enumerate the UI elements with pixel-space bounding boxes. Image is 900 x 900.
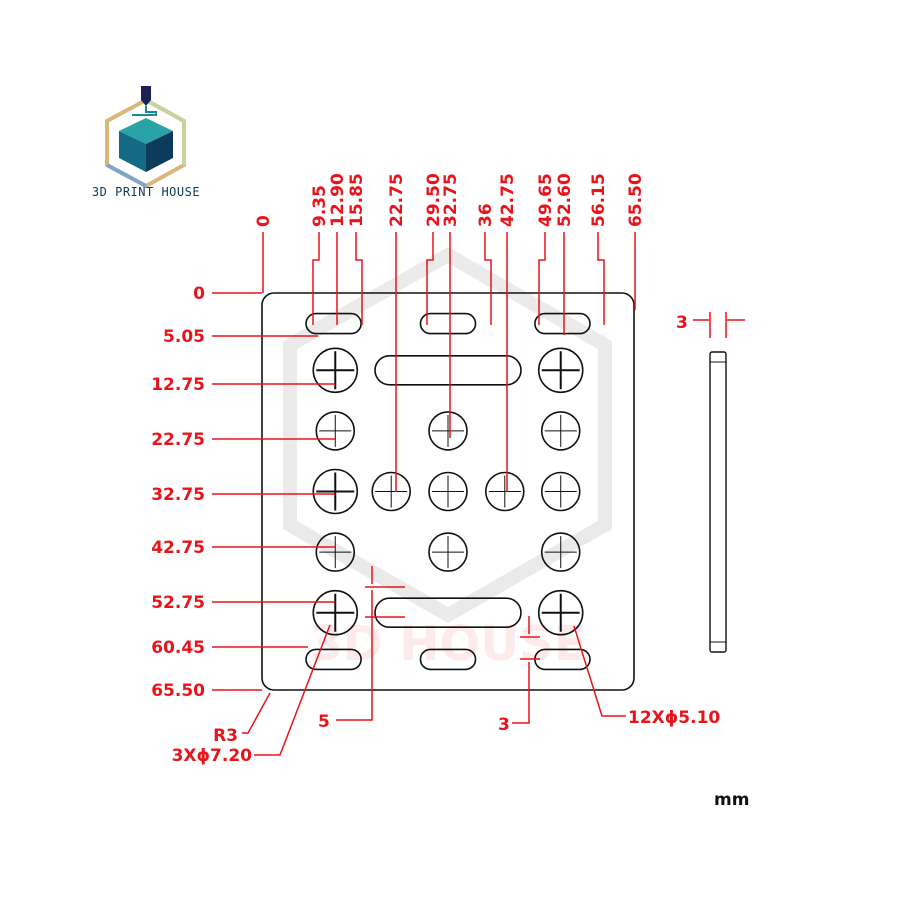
slot-width-callout: 3 bbox=[498, 715, 510, 735]
large-hole-callout: 3Xϕ7.20 bbox=[172, 746, 253, 766]
small-hole bbox=[428, 471, 468, 512]
hole-crosshair bbox=[316, 472, 355, 511]
x-extension-line bbox=[484, 232, 492, 325]
y-dimension-label: 65.50 bbox=[151, 681, 205, 701]
hole-crosshair bbox=[316, 351, 355, 390]
small-hole bbox=[428, 411, 468, 451]
x-dimension-label: 22.75 bbox=[387, 173, 407, 227]
hole-crosshair bbox=[319, 536, 352, 569]
hole-crosshair bbox=[541, 351, 580, 390]
hole-crosshair bbox=[544, 414, 577, 447]
slot bbox=[419, 312, 477, 335]
side-view bbox=[709, 351, 727, 653]
x-dimension-label: 15.85 bbox=[347, 173, 367, 227]
y-dimension-label: 42.75 bbox=[151, 538, 205, 558]
x-dimension-label: 36 bbox=[476, 203, 496, 227]
y-dimension-label: 32.75 bbox=[151, 485, 205, 505]
x-dimension-label: 49.65 bbox=[536, 173, 556, 227]
large-hole bbox=[312, 347, 359, 394]
small-hole bbox=[484, 471, 525, 512]
small-hole-leader bbox=[573, 625, 626, 717]
slot-width-leader bbox=[512, 616, 540, 724]
hole-crosshair bbox=[432, 414, 464, 447]
slot bbox=[374, 354, 522, 386]
x-dimension-label: 32.75 bbox=[441, 173, 461, 227]
x-extension-line bbox=[312, 232, 320, 325]
plate bbox=[261, 292, 635, 691]
brand-logo: 3D PRINT HOUSE bbox=[92, 86, 200, 199]
hole-crosshair bbox=[432, 475, 464, 508]
y-dimension-label: 52.75 bbox=[151, 593, 205, 613]
radius-callout: R3 bbox=[213, 726, 238, 746]
watermark-text: 3D HOUSE bbox=[309, 616, 586, 672]
small-hole bbox=[540, 532, 581, 572]
large-hole bbox=[312, 589, 359, 636]
slot-gap-callout: 5 bbox=[318, 712, 330, 732]
x-dimension-label: 65.50 bbox=[626, 173, 646, 227]
small-hole bbox=[540, 471, 581, 512]
large-hole bbox=[537, 589, 584, 636]
y-dimension-label: 60.45 bbox=[151, 638, 205, 658]
hole-crosshair bbox=[316, 593, 355, 632]
y-dimension-label: 22.75 bbox=[151, 430, 205, 450]
x-dimension-label: 42.75 bbox=[498, 173, 518, 227]
small-hole bbox=[428, 532, 468, 572]
large-hole bbox=[537, 347, 584, 394]
x-extension-line bbox=[426, 232, 434, 325]
hole-crosshair bbox=[432, 536, 464, 569]
slot bbox=[305, 312, 362, 335]
slot bbox=[534, 312, 591, 335]
thickness-callout: 3 bbox=[676, 313, 688, 333]
small-hole bbox=[371, 471, 412, 512]
x-dimension-label: 0 bbox=[254, 215, 274, 227]
hole-crosshair bbox=[541, 593, 580, 632]
y-dimension-label: 5.05 bbox=[163, 327, 205, 347]
slot bbox=[419, 648, 477, 671]
slot-gap-leader bbox=[336, 566, 405, 721]
slot bbox=[305, 648, 362, 671]
small-hole bbox=[315, 532, 356, 572]
hole-crosshair bbox=[544, 536, 577, 569]
hole-crosshair bbox=[544, 475, 577, 508]
x-extension-line bbox=[355, 232, 363, 325]
hole-crosshair bbox=[488, 475, 521, 508]
units-label: mm bbox=[714, 790, 749, 810]
thickness-leader bbox=[693, 312, 745, 338]
x-dimension-label: 29.50 bbox=[424, 173, 444, 227]
x-extension-line bbox=[538, 232, 546, 325]
watermark: 3D HOUSE bbox=[283, 246, 612, 672]
x-extension-line bbox=[597, 232, 605, 325]
x-dimension-label: 9.35 bbox=[310, 185, 330, 227]
large-hole-leader bbox=[254, 624, 331, 756]
small-hole bbox=[315, 411, 356, 451]
y-dimension-label: 12.75 bbox=[151, 375, 205, 395]
brand-name: 3D PRINT HOUSE bbox=[92, 185, 200, 199]
small-hole bbox=[540, 411, 581, 451]
plate-outline bbox=[261, 292, 727, 691]
y-dimension-label: 0 bbox=[193, 284, 205, 304]
small-hole-callout: 12Xϕ5.10 bbox=[628, 708, 720, 728]
hole-crosshair bbox=[375, 475, 408, 508]
hole-crosshair bbox=[319, 414, 352, 447]
x-dimension-label: 56.15 bbox=[589, 173, 609, 227]
x-dimension-label: 52.60 bbox=[555, 173, 575, 227]
large-hole bbox=[312, 468, 359, 515]
slot bbox=[374, 597, 522, 629]
x-dimension-label: 12.90 bbox=[328, 173, 348, 227]
radius-leader bbox=[242, 692, 271, 734]
